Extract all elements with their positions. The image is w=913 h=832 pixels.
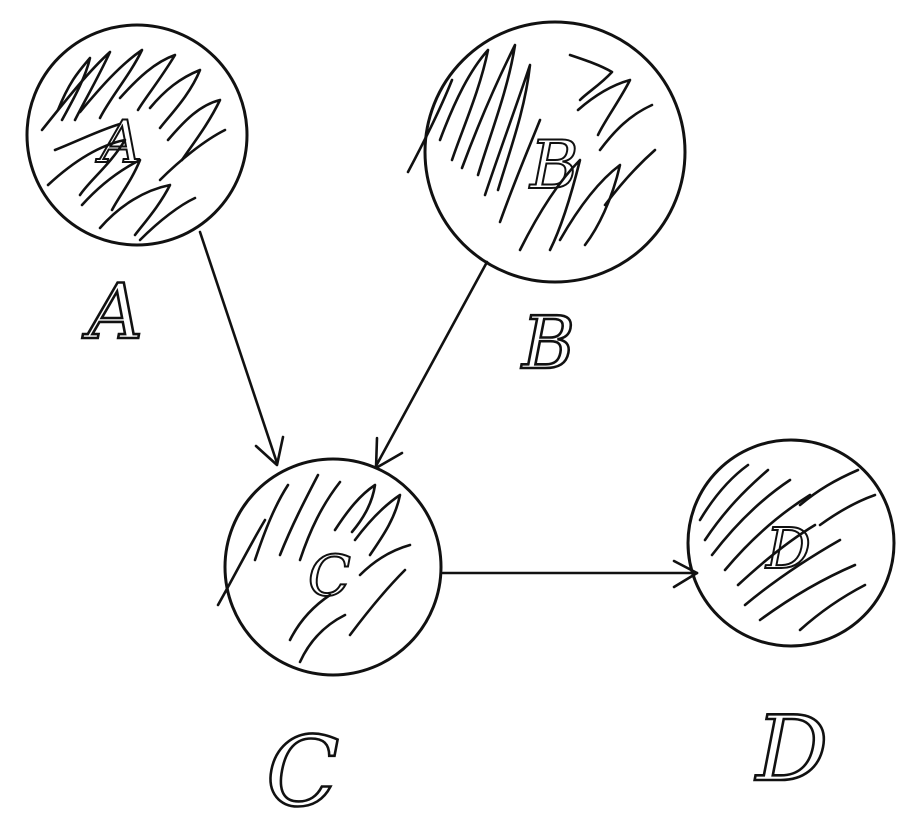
node-a-circle [25,23,249,247]
node-a-label: A [82,267,143,356]
edges [198,230,699,589]
node-b-hatching [406,43,657,252]
node-b-inner-label: B [529,127,579,204]
edge-b-to-c [374,260,489,470]
node-c-inner-label: C [308,544,351,609]
node-b-circle [423,20,687,284]
node-c: C C [216,457,443,829]
node-d-label: D [754,697,828,802]
node-d: D D [686,438,896,803]
node-a-hatching [40,48,227,242]
node-c-label: C [266,716,339,828]
node-c-circle [223,457,443,677]
edge-a-to-c [198,230,285,467]
node-d-circle [686,438,896,648]
node-d-hatching [698,463,877,632]
node-b-label: B [520,301,575,385]
node-b: B B [406,20,687,386]
node-a: A A [25,23,249,357]
node-d-inner-label: D [765,517,811,582]
edge-c-to-d [441,559,699,589]
node-c-hatching [216,473,412,664]
node-a-inner-label: A [95,108,142,176]
